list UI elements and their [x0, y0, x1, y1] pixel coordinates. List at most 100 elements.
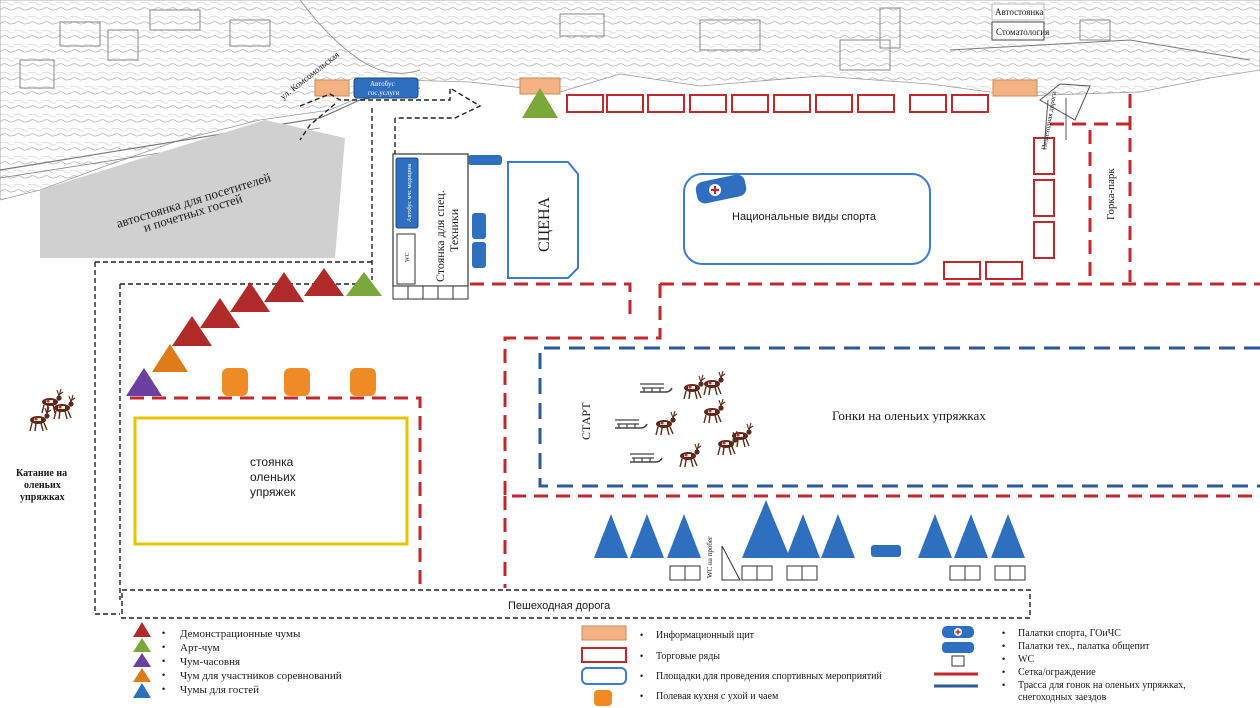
wc-box	[437, 285, 454, 300]
legend-bullet: •	[640, 630, 643, 640]
guest-chum	[954, 514, 988, 558]
wc-box	[964, 565, 981, 581]
tent-sport	[695, 174, 747, 204]
bus-gosuslugi-label-1: Автобус	[370, 80, 395, 88]
stage	[507, 161, 579, 279]
pedestrian-road-vertical-label: Пешеходная дорога	[1040, 90, 1058, 150]
wc-box	[422, 285, 439, 300]
wc-box	[669, 565, 686, 581]
tent-tech	[871, 545, 901, 557]
wc-box	[756, 565, 773, 581]
trade-row	[857, 94, 895, 113]
legend-chum-participants-icon	[133, 668, 151, 682]
pedestrian-road-right	[1043, 98, 1067, 151]
trade-row	[647, 94, 685, 113]
sign-triangle	[721, 545, 741, 581]
demo-chum	[230, 282, 270, 312]
trade-row	[566, 94, 604, 113]
demo-chum	[200, 298, 240, 328]
trade-row	[943, 261, 981, 280]
guest-chum	[630, 514, 664, 558]
wc-box	[1009, 565, 1026, 581]
legend-wc-icon	[951, 655, 965, 667]
guest-chum	[821, 514, 855, 558]
gorka-park-label: Горка-парк	[1105, 168, 1117, 220]
legend-bullet: •	[1002, 654, 1005, 664]
legend-wc: WC	[1018, 654, 1034, 665]
legend-bullet: •	[640, 671, 643, 681]
wc-box	[392, 285, 409, 300]
trade-row	[985, 261, 1023, 280]
legend-chum-chapel-icon	[133, 653, 151, 667]
trade-row	[909, 94, 947, 113]
parking-top-label: Автостоянка	[995, 7, 1043, 17]
wc-pairs	[669, 565, 1026, 581]
tent-tech	[468, 155, 502, 165]
access-path	[371, 108, 396, 280]
info-board	[314, 79, 350, 97]
legend-bullet: •	[162, 670, 165, 680]
pedestrian-road	[121, 589, 1031, 619]
wc-row-small	[392, 285, 469, 300]
legend-track-line2: снегоходных заездов	[1018, 692, 1107, 703]
guest-chum	[667, 514, 701, 558]
legend-bullet: •	[640, 691, 643, 701]
legend-bullet: •	[162, 628, 165, 638]
demo-chum	[264, 272, 304, 302]
legend-art-chum: Арт-чум	[180, 642, 220, 654]
guest-chum	[594, 514, 628, 558]
wc-small-label: WC	[405, 252, 411, 262]
legend-trade-rows-icon	[581, 647, 627, 663]
wc-box	[786, 565, 803, 581]
legend-demo-chums: Демонстрационные чумы	[180, 628, 301, 640]
trade-row	[606, 94, 644, 113]
trade-row-vertical	[1033, 179, 1055, 217]
reindeer-parking-label-2: оленьих	[250, 470, 296, 484]
reindeer-parking-label-1: стоянка	[250, 455, 294, 469]
entrance-path	[299, 103, 336, 141]
chum-chapel	[126, 368, 162, 396]
legend-tents-tech: Палатки тех., палатка общепит	[1018, 641, 1150, 652]
legend-chums-guests-icon	[133, 683, 151, 698]
reindeer-ride-label-1: Катание на	[16, 468, 67, 479]
guest-chum	[991, 514, 1025, 558]
wc-sign-label: WC на пробег	[706, 536, 714, 578]
stage-label: СЦЕНА	[536, 196, 553, 252]
legend-bullet: •	[640, 651, 643, 661]
demo-chum	[172, 316, 212, 346]
legend-sports-areas: Площадки для проведения спортивных мероп…	[656, 671, 882, 682]
legend-bullet: •	[1002, 628, 1005, 638]
art-chum	[346, 272, 382, 296]
special-equipment-label-1: Стоянка для спец.	[433, 190, 447, 282]
legend-field-kitchen-icon	[594, 690, 612, 706]
bus-emergency	[395, 157, 419, 229]
trade-row	[951, 94, 989, 113]
reindeer-ride-icon	[29, 388, 76, 432]
legend-field-kitchen: Полевая кухня с ухой и чаем	[656, 691, 779, 702]
legend-demo-chum-icon	[133, 622, 151, 637]
field-kitchen	[284, 368, 310, 396]
national-sports-label: Национальные виды спорта	[732, 211, 877, 223]
legend-chum-chapel: Чум-часовня	[180, 656, 240, 668]
tent-tech	[472, 242, 486, 268]
legend-bullet: •	[1002, 680, 1005, 690]
legend-chum-participants: Чум для участников соревнований	[180, 670, 342, 682]
legend-track-line1: Трасса для гонок на оленьих упряжках,	[1018, 680, 1186, 691]
legend: • • • • • Демонстрационные чумы Арт-чум …	[133, 622, 1186, 706]
chums-diagonal	[126, 268, 382, 396]
bus-emergency-label: Автобус мчс медицина	[406, 163, 413, 222]
pedestrian-road-label: Пешеходная дорога	[508, 600, 611, 612]
visitor-parking-area	[40, 120, 345, 258]
art-chum-top	[522, 88, 558, 118]
legend-info-board-icon	[581, 625, 627, 641]
legend-art-chum-icon	[133, 638, 151, 652]
legend-bullet: •	[162, 684, 165, 694]
wc-box	[949, 565, 966, 581]
dentistry-label: Стоматология	[996, 27, 1049, 37]
info-board	[992, 79, 1038, 97]
wc-box	[452, 285, 469, 300]
legend-bullet: •	[162, 642, 165, 652]
legend-tent-tech-icon	[942, 642, 974, 653]
entrance-arrow	[299, 86, 482, 119]
